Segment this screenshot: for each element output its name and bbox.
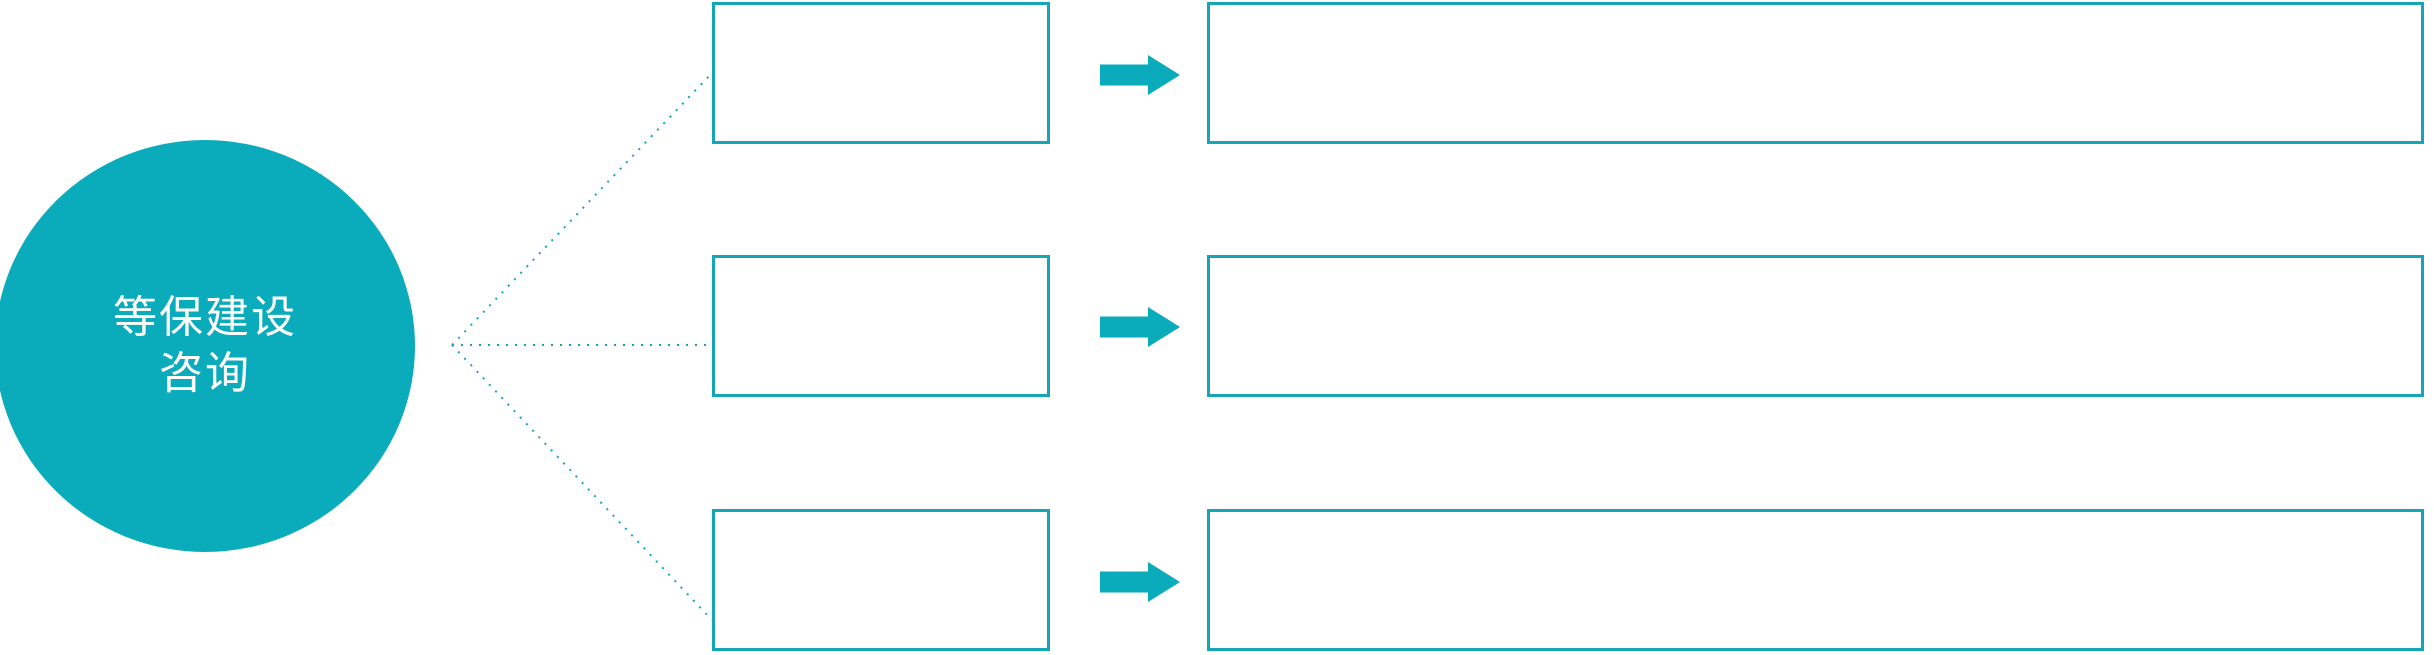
detail-box-1[interactable] <box>1207 2 2424 144</box>
right-arrow-icon-2 <box>1100 307 1180 347</box>
right-arrow-icon-3 <box>1100 562 1180 602</box>
right-arrow-icon-1 <box>1100 55 1180 95</box>
arrow-glyph-1 <box>1100 55 1180 95</box>
connector-line-3 <box>451 344 713 621</box>
detail-box-3[interactable] <box>1207 509 2424 651</box>
hub-label: 等保建设 咨询 <box>113 292 297 398</box>
detail-box-2[interactable] <box>1207 255 2424 397</box>
stage-box-2[interactable] <box>712 255 1050 397</box>
arrow-glyph-2 <box>1100 307 1180 347</box>
hub-circle[interactable]: 等保建设 咨询 <box>0 140 415 552</box>
stage-box-1[interactable] <box>712 2 1050 144</box>
connector-line-1 <box>451 72 713 346</box>
arrow-glyph-3 <box>1100 562 1180 602</box>
stage-box-3[interactable] <box>712 509 1050 651</box>
